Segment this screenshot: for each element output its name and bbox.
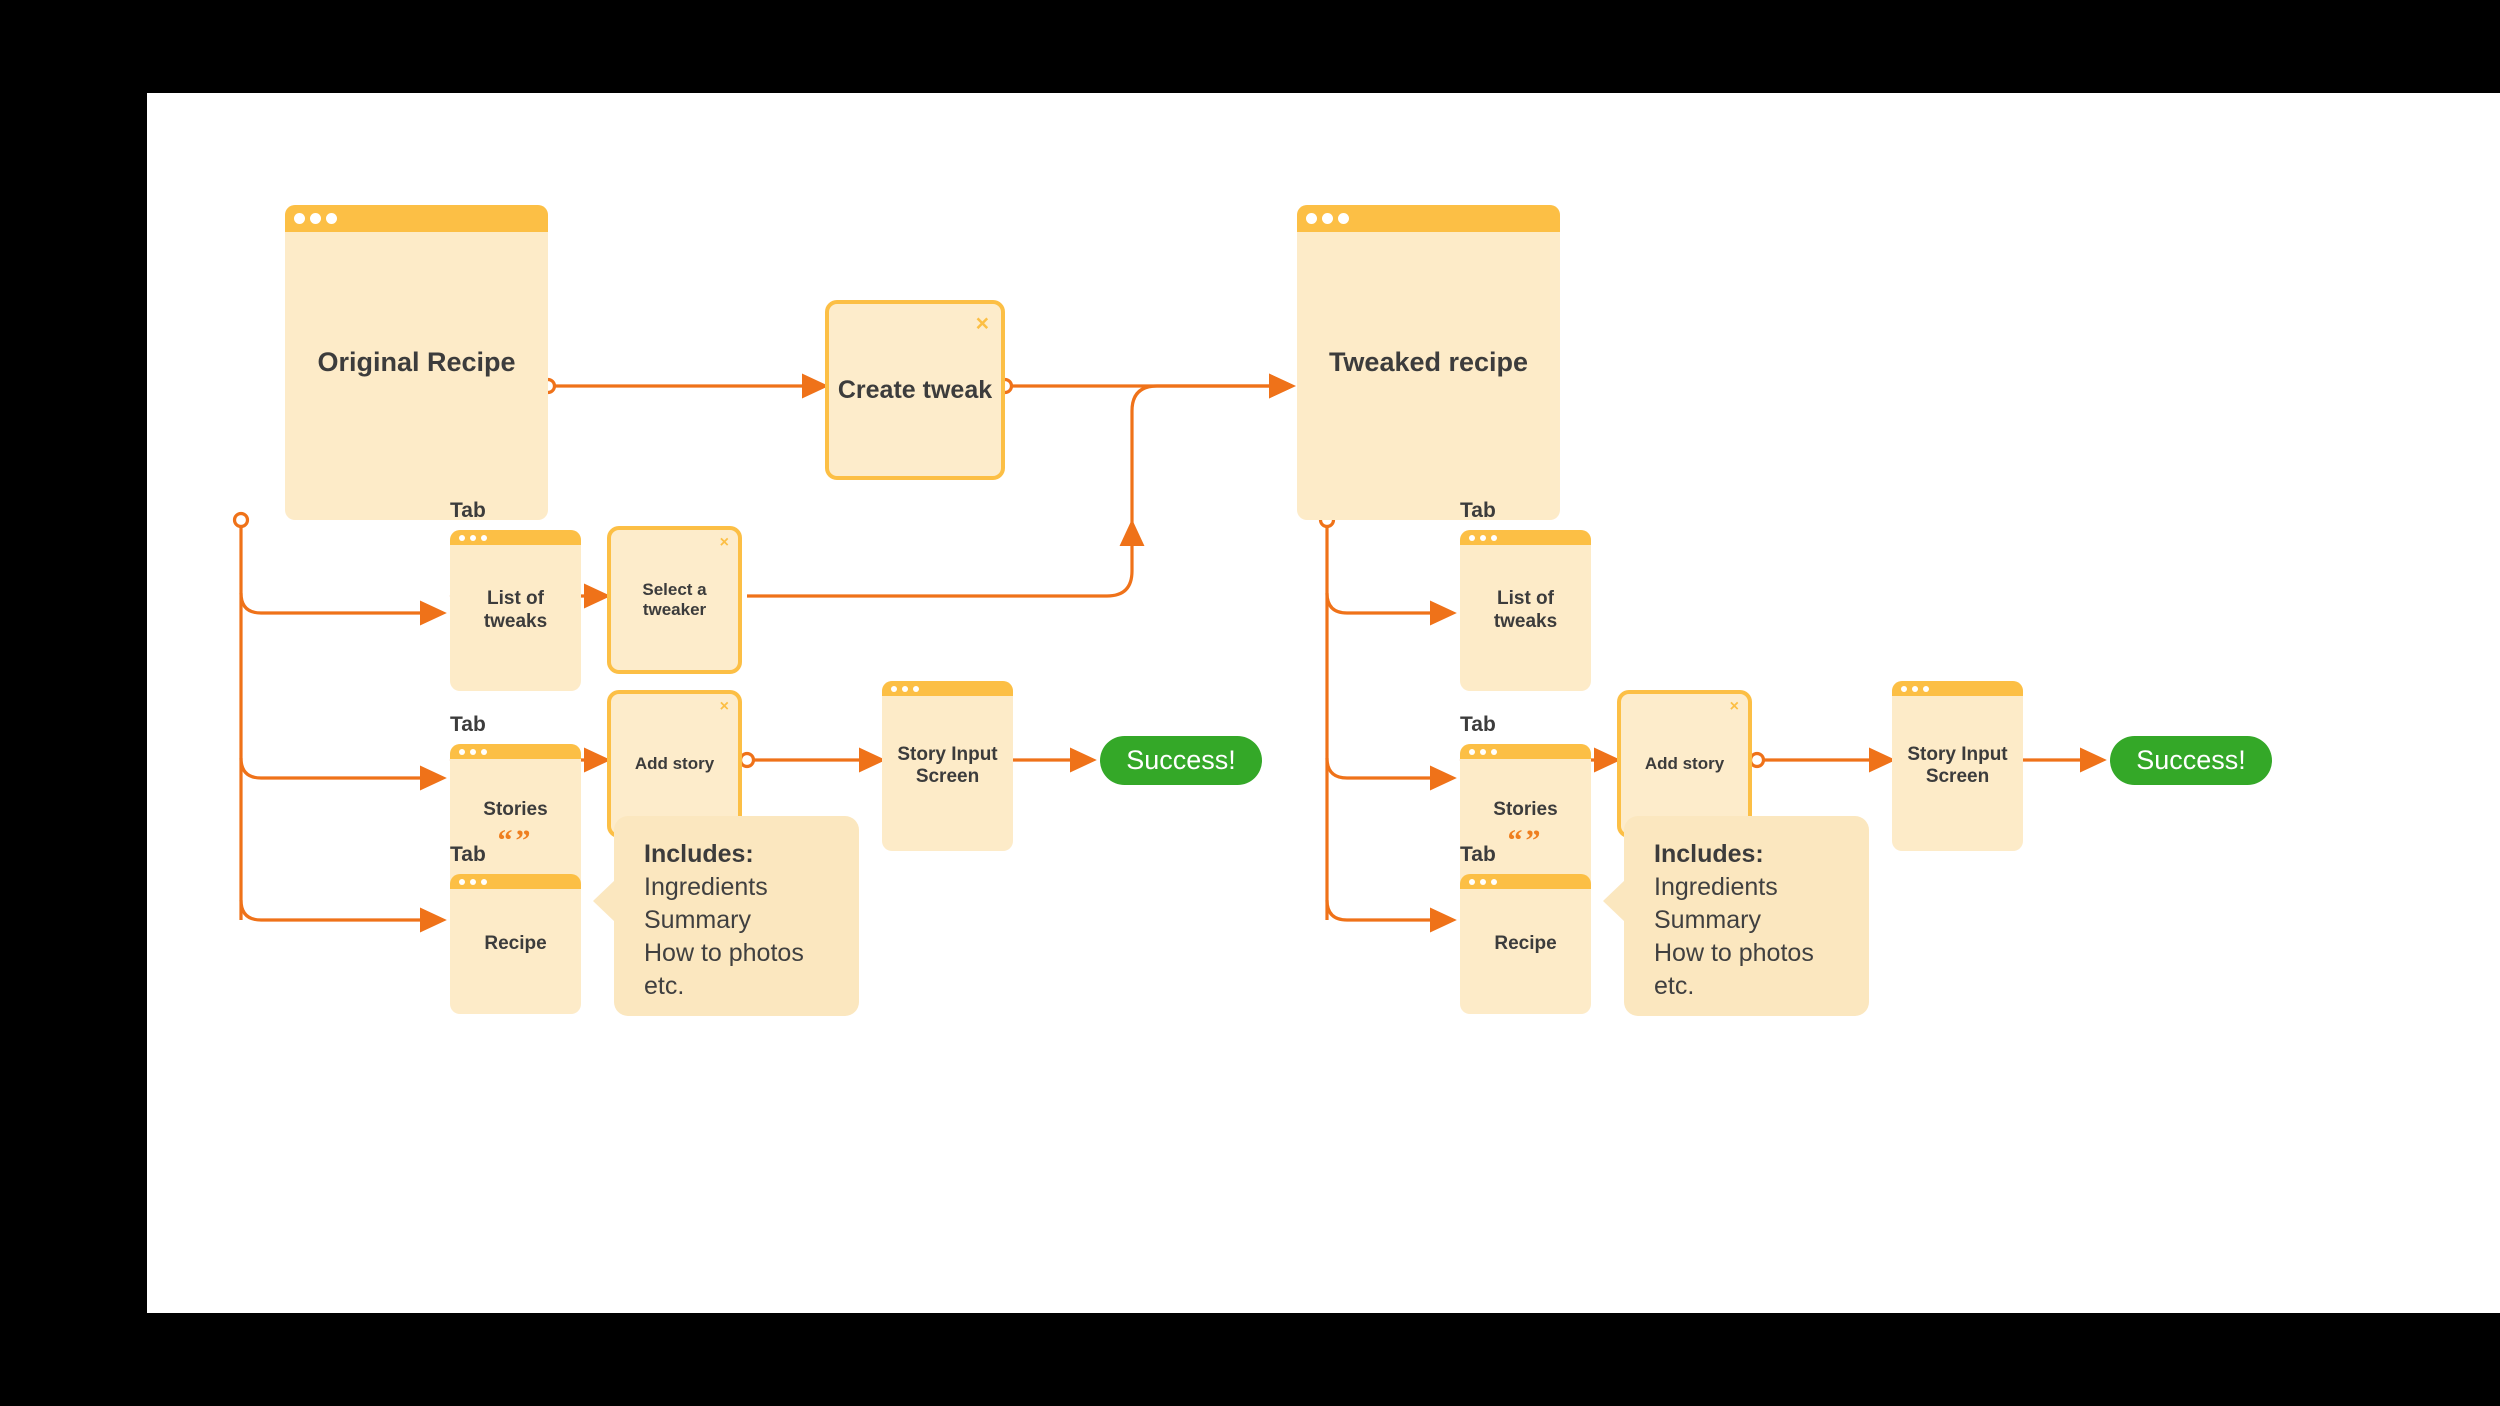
- window-dots-icon: [459, 534, 487, 541]
- window-dots-icon: [1469, 534, 1497, 541]
- window-titlebar: [1460, 530, 1591, 545]
- window-dots-icon: [1469, 878, 1497, 885]
- modal-create-tweak[interactable]: × Create tweak: [825, 300, 1005, 480]
- screen-recipe-left[interactable]: Recipe: [450, 874, 581, 1014]
- window-titlebar: [450, 874, 581, 889]
- window-titlebar: [1460, 874, 1591, 889]
- screen-title: Original Recipe: [317, 346, 516, 377]
- modal-title: Select a tweaker: [642, 579, 707, 619]
- window-titlebar: [1297, 205, 1560, 232]
- tab-caption-right-2: Tab: [1460, 713, 1496, 736]
- callout-line: Summary: [644, 906, 751, 934]
- callout-line: Ingredients: [644, 873, 768, 901]
- quote-marks-icon: “”: [1507, 824, 1544, 858]
- close-icon[interactable]: ×: [975, 310, 989, 336]
- window-dots-icon: [891, 685, 919, 692]
- callout-line: How to photos: [644, 939, 804, 967]
- callout-line: etc.: [644, 972, 685, 1000]
- screen-title: Stories: [1493, 798, 1558, 820]
- window-dots-icon: [294, 213, 337, 224]
- success-badge-left[interactable]: Success!: [1100, 736, 1262, 785]
- close-icon[interactable]: ×: [1729, 698, 1739, 715]
- diagram-canvas[interactable]: Original Recipe × Create tweak Tab List …: [147, 93, 2500, 1313]
- callout-line: etc.: [1654, 972, 1695, 1000]
- window-titlebar: [1460, 744, 1591, 759]
- screen-title: Tweaked recipe: [1328, 346, 1529, 377]
- modal-add-story-right[interactable]: × Add story: [1617, 690, 1752, 838]
- window-titlebar: [285, 205, 548, 232]
- window-dots-icon: [459, 878, 487, 885]
- screen-story-input-right[interactable]: Story Input Screen: [1892, 681, 2023, 851]
- callout-includes-left: Includes: Ingredients Summary How to pho…: [593, 816, 859, 1016]
- window-titlebar: [450, 530, 581, 545]
- screen-title: List of tweaks: [483, 588, 548, 632]
- callout-includes-right: Includes: Ingredients Summary How to pho…: [1603, 816, 1869, 1016]
- tab-caption-right-3: Tab: [1460, 843, 1496, 866]
- screen-recipe-right[interactable]: Recipe: [1460, 874, 1591, 1014]
- modal-select-a-tweaker[interactable]: × Select a tweaker: [607, 526, 742, 674]
- screen-title: Recipe: [1494, 932, 1557, 954]
- window-dots-icon: [459, 748, 487, 755]
- modal-title: Create tweak: [837, 376, 993, 404]
- callout-tail: [1603, 880, 1625, 922]
- screen-title: Story Input Screen: [897, 743, 998, 787]
- window-dots-icon: [1306, 213, 1349, 224]
- callout-title: Includes:: [1654, 840, 1764, 868]
- tab-caption-left-2: Tab: [450, 713, 486, 736]
- callout-tail: [593, 880, 615, 922]
- window-titlebar: [882, 681, 1013, 696]
- callout-line: Summary: [1654, 906, 1761, 934]
- tab-caption-left-1: Tab: [450, 499, 486, 522]
- screen-list-of-tweaks-left[interactable]: List of tweaks: [450, 530, 581, 691]
- modal-title: Add story: [634, 753, 715, 773]
- screen-tweaked-recipe[interactable]: Tweaked recipe: [1297, 205, 1560, 520]
- window-dots-icon: [1469, 748, 1497, 755]
- screen-title: Recipe: [484, 932, 547, 954]
- modal-add-story-left[interactable]: × Add story: [607, 690, 742, 838]
- window-dots-icon: [1901, 685, 1929, 692]
- screen-title: Story Input Screen: [1907, 743, 2008, 787]
- screen-title: List of tweaks: [1493, 588, 1558, 632]
- screen-story-input-left[interactable]: Story Input Screen: [882, 681, 1013, 851]
- screen-list-of-tweaks-right[interactable]: List of tweaks: [1460, 530, 1591, 691]
- window-titlebar: [1892, 681, 2023, 696]
- success-badge-right[interactable]: Success!: [2110, 736, 2272, 785]
- window-titlebar: [450, 744, 581, 759]
- modal-title: Add story: [1644, 753, 1725, 773]
- close-icon[interactable]: ×: [719, 698, 729, 715]
- close-icon[interactable]: ×: [719, 534, 729, 551]
- screen-original-recipe[interactable]: Original Recipe: [285, 205, 548, 520]
- callout-line: Ingredients: [1654, 873, 1778, 901]
- quote-marks-icon: “”: [497, 824, 534, 858]
- screen-title: Stories: [483, 798, 548, 820]
- tab-caption-right-1: Tab: [1460, 499, 1496, 522]
- tab-caption-left-3: Tab: [450, 843, 486, 866]
- callout-line: How to photos: [1654, 939, 1814, 967]
- callout-title: Includes:: [644, 840, 754, 868]
